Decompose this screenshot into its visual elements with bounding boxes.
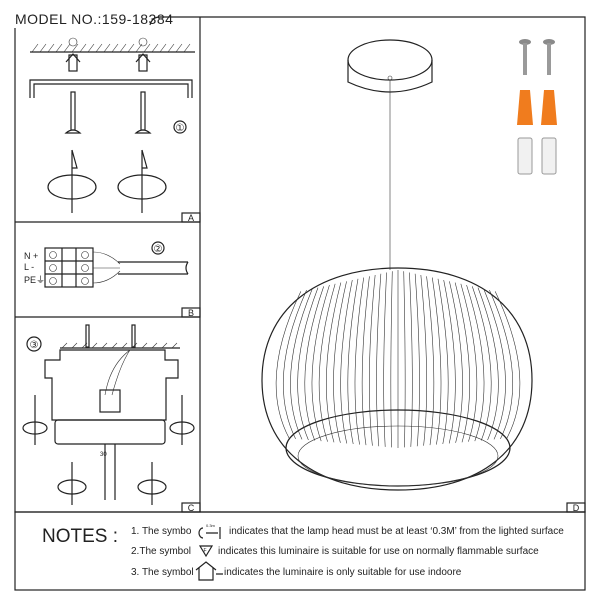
svg-text:F: F [204, 548, 207, 554]
lamp-shade [261, 267, 533, 491]
shade-rib [354, 277, 365, 445]
svg-text:1. The symbo: 1. The symbo [131, 526, 192, 537]
svg-text:indicates that the lamp head m: indicates that the lamp head must be at … [229, 526, 564, 537]
indoor-use-icon [195, 561, 223, 581]
shade-rib [403, 271, 406, 448]
shade-rib [304, 286, 324, 441]
panel-a: ① A [29, 37, 201, 223]
notes-title: NOTES : [42, 526, 118, 547]
rotate-arrow-icon [137, 462, 167, 505]
rotate-arrow-icon [47, 149, 97, 213]
svg-text:indicates this luminaire is su: indicates this luminaire is suitable for… [218, 546, 539, 557]
shade-rib [390, 271, 393, 448]
wall-plug-icon [517, 90, 533, 125]
shade-rib [290, 288, 313, 440]
rotate-arrow-icon [57, 462, 87, 505]
svg-text:30: 30 [100, 452, 107, 458]
svg-text:3. The symbol: 3. The symbol [131, 567, 194, 578]
shade-rib [477, 287, 499, 441]
shade-rib [431, 277, 442, 445]
screw-icon [64, 91, 82, 134]
accessories [517, 39, 557, 175]
wall-anchor-icon [65, 37, 81, 72]
rotate-arrow-icon [117, 149, 167, 213]
shade-rib [489, 289, 513, 439]
shade-rib [414, 273, 420, 447]
wire-connector-icon [517, 137, 533, 175]
screw-icon [134, 91, 152, 134]
shade-rib [454, 282, 470, 443]
shade-rib [376, 273, 382, 447]
svg-text:①: ① [176, 123, 185, 134]
shade-rib [483, 288, 506, 440]
panel-c-label: C [188, 503, 195, 513]
svg-text:N +: N + [24, 251, 38, 261]
shade-rib [326, 282, 342, 443]
shade-rib [333, 281, 347, 443]
terminal-block [44, 247, 94, 288]
shade-rib [383, 272, 387, 447]
shade-rib [409, 272, 413, 447]
notes-box: NOTES : 1. The symbo 0.3m indicates that… [14, 511, 586, 591]
shade-rib [426, 276, 435, 446]
panel-a-label: A [188, 213, 194, 223]
svg-text:②: ② [154, 244, 163, 255]
shade-rib [340, 279, 353, 444]
mounting-bracket [29, 79, 193, 98]
outer-frame [14, 16, 586, 513]
panel-d-lamp: D [261, 39, 586, 513]
shade-rib [460, 283, 478, 442]
panel-b: N + L - PE⏚ ② B [24, 241, 201, 318]
screw-icon [519, 39, 531, 75]
shade-rib [275, 291, 302, 439]
shade-rib [449, 281, 463, 443]
svg-text:indicates the luminaire is onl: indicates the luminaire is only suitable… [224, 567, 462, 578]
svg-text:L -: L - [24, 262, 34, 272]
shade-rib [472, 286, 492, 441]
shade-rib [297, 287, 319, 441]
svg-text:③: ③ [30, 340, 39, 351]
svg-text:2.The symbol: 2.The symbol [131, 546, 191, 557]
panel-b-label: B [188, 308, 194, 318]
ceiling-canopy [347, 39, 433, 81]
shade-rib [318, 283, 336, 442]
canopy-outline [44, 349, 179, 421]
diffuser [297, 425, 499, 487]
distance-symbol-icon: 0.3m [206, 523, 216, 528]
wire-connector-icon [541, 137, 557, 175]
svg-text:PE⏚: PE⏚ [24, 275, 45, 285]
rotate-arrow-icon [169, 395, 195, 445]
shade-rib [466, 284, 485, 442]
shade-rib [347, 278, 359, 445]
shade-rib [369, 275, 376, 446]
model-number: MODEL NO.:159-18384 [15, 11, 173, 27]
shade-rib [283, 289, 307, 439]
screw-icon [543, 39, 555, 75]
panel-d-label: D [573, 503, 580, 513]
shade-rib [494, 291, 521, 439]
shade-rib [437, 278, 449, 445]
wall-anchor-icon [135, 37, 151, 72]
rotate-arrow-icon [22, 395, 48, 445]
wall-plug-icon [541, 90, 557, 125]
shade-rib [311, 284, 330, 442]
shade-rib [361, 276, 370, 446]
shade-rib [420, 275, 427, 446]
panel-c: ③ 30 C [22, 324, 201, 513]
flammable-surface-icon [198, 545, 214, 558]
shade-rib [443, 279, 456, 444]
